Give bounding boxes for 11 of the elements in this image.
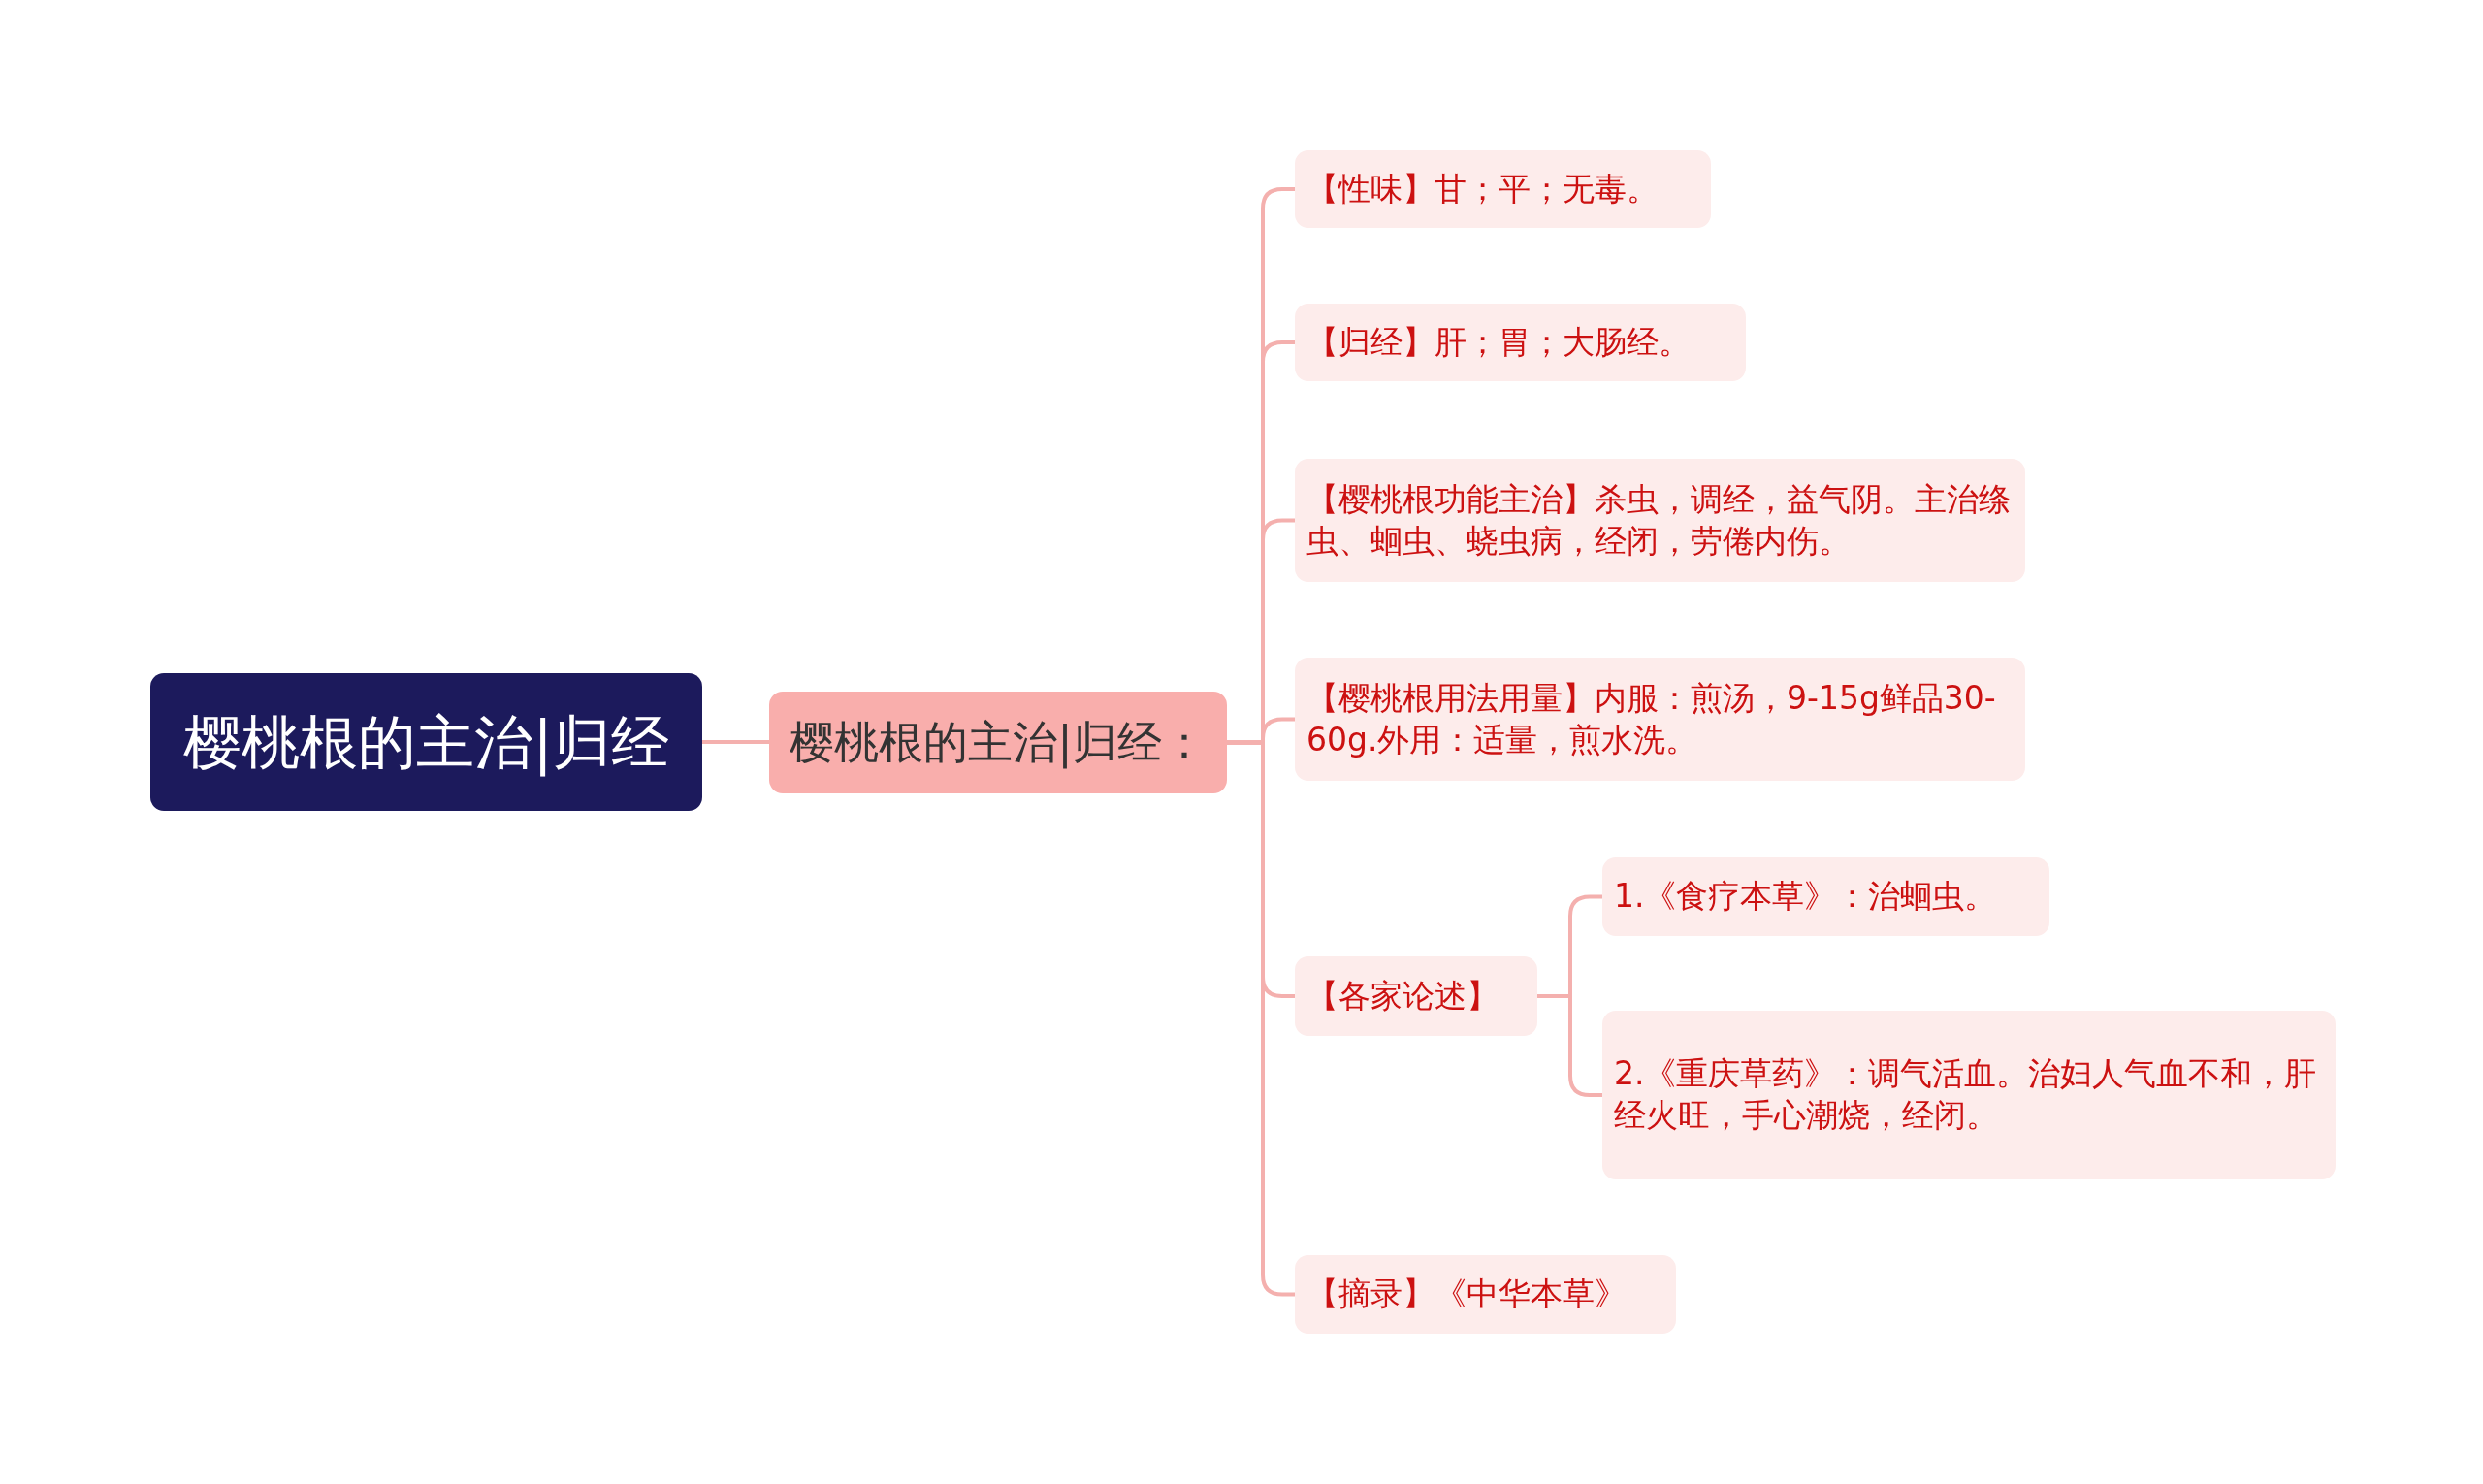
subtopic-box: 1.《食疗本草》：治蛔虫。 (1602, 857, 2049, 936)
subtopic-box: 2.《重庆草药》：调气活血。治妇人气血不和，肝经火旺，手心潮烧，经闭。 (1602, 1011, 2336, 1179)
subtopic-box: 【樱桃根用法用量】内服：煎汤，9-15g鲜品30-60g.外用：适量，煎水洗。 (1295, 658, 2025, 781)
topic-box: 樱桃根的主治|归经： (769, 692, 1227, 793)
subtopic-box: 【各家论述】 (1295, 956, 1537, 1036)
subtopic-box: 【归经】肝；胃；大肠经。 (1295, 304, 1746, 381)
root-topic-box: 樱桃根的主治|归经 (150, 673, 702, 811)
subtopic-box: 【樱桃根功能主治】杀虫，调经，益气阴。主治绦虫、蛔虫、蛲虫病，经闭，劳倦内伤。 (1295, 459, 2025, 582)
subtopic-box: 【性味】甘；平；无毒。 (1295, 150, 1711, 228)
connector-line (702, 740, 769, 744)
subtopic-box: 【摘录】《中华本草》 (1295, 1255, 1676, 1334)
